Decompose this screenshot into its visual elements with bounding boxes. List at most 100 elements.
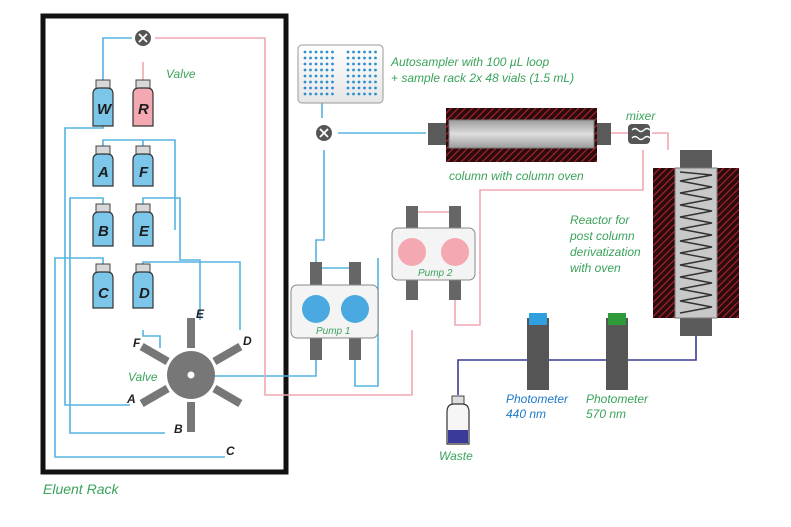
vial-dot bbox=[320, 62, 323, 66]
vial-dot bbox=[357, 92, 361, 96]
vial-dot bbox=[374, 80, 377, 84]
vial-dot bbox=[309, 74, 312, 78]
vial-dot bbox=[357, 68, 361, 72]
vial-dot bbox=[303, 68, 307, 72]
vial-dot bbox=[309, 62, 312, 66]
vial-dot bbox=[363, 62, 366, 66]
vial-dot bbox=[363, 92, 366, 96]
vial-dot bbox=[352, 62, 355, 66]
vial-dot bbox=[314, 62, 318, 66]
vial-dot bbox=[331, 50, 334, 54]
port-c-label: C bbox=[226, 444, 235, 458]
vial-dot bbox=[357, 50, 361, 54]
autosampler[interactable] bbox=[297, 44, 384, 104]
autosampler-label-2: + sample rack 2x 48 vials (1.5 mL) bbox=[391, 71, 574, 85]
autosampler-label-1: Autosampler with 100 µL loop bbox=[390, 55, 549, 69]
vial-dot bbox=[325, 86, 329, 90]
bottle-w: W bbox=[92, 79, 114, 127]
vial-dot bbox=[303, 92, 307, 96]
photometer-440-label-2: 440 nm bbox=[506, 407, 546, 421]
vial-dot bbox=[320, 50, 323, 54]
vial-dot bbox=[357, 62, 361, 66]
vial-dot bbox=[374, 50, 377, 54]
vial-dot bbox=[346, 86, 350, 90]
svg-text:D: D bbox=[139, 285, 150, 302]
vial-dot bbox=[368, 80, 372, 84]
vial-dot bbox=[374, 62, 377, 66]
vial-dot bbox=[352, 74, 355, 78]
waste-label: Waste bbox=[439, 449, 473, 463]
vial-dot bbox=[303, 80, 307, 84]
vial-dot bbox=[331, 68, 334, 72]
waste-bottle bbox=[446, 395, 470, 445]
pump-2-label: Pump 2 bbox=[418, 268, 453, 279]
photometer-440-label-1: Photometer bbox=[506, 392, 569, 406]
vial-dot bbox=[368, 92, 372, 96]
vial-dot bbox=[320, 56, 323, 60]
vial-dot bbox=[309, 50, 312, 54]
vial-dot bbox=[325, 62, 329, 66]
vial-dot bbox=[346, 80, 350, 84]
vial-dot bbox=[320, 68, 323, 72]
reactor-label-1: Reactor for bbox=[570, 213, 630, 227]
pump-1-label: Pump 1 bbox=[316, 326, 350, 337]
vial-dot bbox=[314, 68, 318, 72]
bottle-f: F bbox=[132, 145, 154, 187]
svg-text:B: B bbox=[98, 223, 109, 240]
vial-dot bbox=[368, 68, 372, 72]
vial-dot bbox=[357, 74, 361, 78]
svg-text:A: A bbox=[97, 164, 109, 181]
vial-dot bbox=[352, 50, 355, 54]
port-f-label: F bbox=[133, 336, 141, 350]
reactor-label-3: derivatization bbox=[570, 245, 641, 259]
bottle-r: R bbox=[132, 79, 154, 127]
vial-dot bbox=[314, 50, 318, 54]
vial-dot bbox=[309, 92, 312, 96]
mixer[interactable] bbox=[628, 124, 651, 144]
vial-dot bbox=[325, 56, 329, 60]
bottle-a: A bbox=[92, 145, 114, 187]
vial-dot bbox=[331, 86, 334, 90]
waste-tubing bbox=[457, 335, 697, 395]
vial-dot bbox=[303, 56, 307, 60]
vial-dot bbox=[352, 56, 355, 60]
vial-dot bbox=[325, 68, 329, 72]
vial-dot bbox=[309, 56, 312, 60]
vial-dot bbox=[346, 50, 350, 54]
vial-dot bbox=[363, 86, 366, 90]
vial-dot bbox=[363, 80, 366, 84]
vial-dot bbox=[368, 62, 372, 66]
vial-dot bbox=[357, 86, 361, 90]
top-valve[interactable] bbox=[135, 30, 151, 46]
vial-dot bbox=[357, 80, 361, 84]
vial-dot bbox=[352, 80, 355, 84]
vial-dot bbox=[320, 74, 323, 78]
vial-dot bbox=[368, 86, 372, 90]
vial-dot bbox=[314, 74, 318, 78]
photometer-570-label-1: Photometer bbox=[586, 392, 649, 406]
vial-dot bbox=[303, 74, 307, 78]
vial-dot bbox=[303, 62, 307, 66]
vial-dot bbox=[363, 50, 366, 54]
vial-dot bbox=[368, 56, 372, 60]
vial-dot bbox=[309, 68, 312, 72]
svg-text:W: W bbox=[97, 101, 113, 118]
selector-valve[interactable] bbox=[139, 318, 243, 432]
vial-dot bbox=[325, 50, 329, 54]
port-d-label: D bbox=[243, 334, 252, 348]
reactor-label-4: with oven bbox=[570, 261, 621, 275]
pump-2[interactable] bbox=[391, 206, 476, 300]
valve-top-label: Valve bbox=[166, 67, 196, 81]
vial-dot bbox=[374, 86, 377, 90]
port-a-label: A bbox=[126, 392, 136, 406]
vial-dot bbox=[352, 86, 355, 90]
pump-1[interactable] bbox=[290, 262, 379, 360]
injection-valve[interactable] bbox=[316, 125, 332, 141]
vial-dot bbox=[357, 56, 361, 60]
vial-dot bbox=[303, 50, 307, 54]
vial-dot bbox=[346, 92, 350, 96]
photometer-570 bbox=[606, 313, 628, 390]
vial-dot bbox=[374, 68, 377, 72]
eluent-rack-label: Eluent Rack bbox=[43, 481, 119, 497]
vial-dot bbox=[303, 86, 307, 90]
